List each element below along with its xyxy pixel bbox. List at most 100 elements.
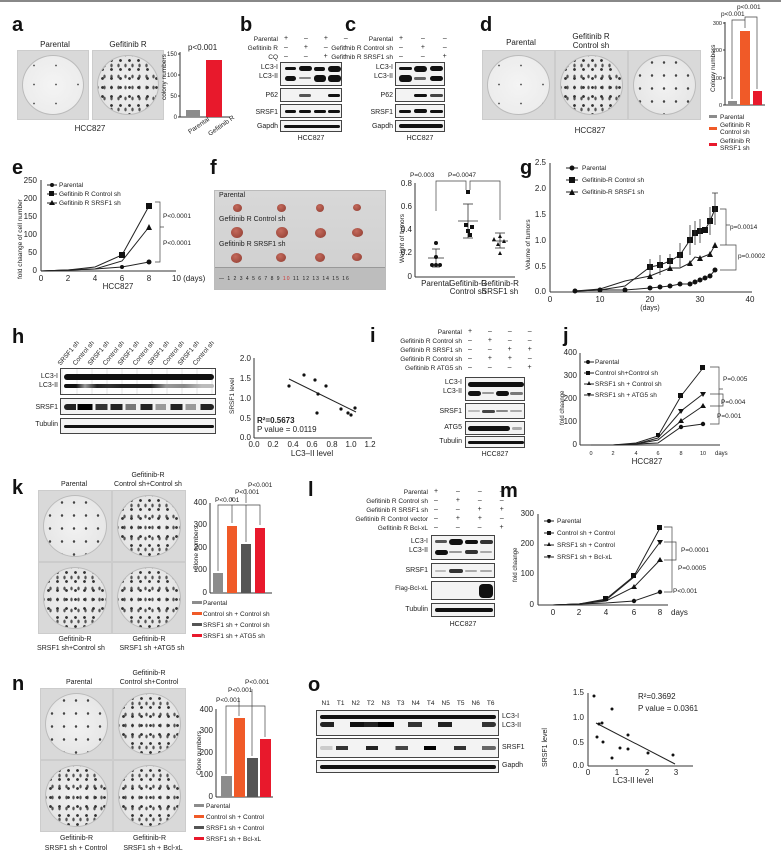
svg-text:200: 200 (194, 543, 208, 552)
western-blot-flag-bclxl (431, 581, 495, 600)
blot-label: LC3-I (410, 538, 428, 545)
condition-label: Parental (253, 36, 278, 43)
svg-text:0: 0 (719, 103, 722, 109)
svg-text:0.6: 0.6 (401, 202, 413, 211)
blot-label: SRSF1 (370, 109, 393, 116)
condition-label: Gefitinib R SRSF1 sh (331, 54, 393, 61)
svg-text:2.5: 2.5 (535, 158, 547, 167)
svg-text:Control sh + Control: Control sh + Control (206, 814, 265, 821)
svg-text:0: 0 (589, 451, 592, 457)
svg-text:0.6: 0.6 (306, 440, 318, 449)
svg-text:1.2: 1.2 (364, 440, 376, 449)
lane-signs: – + + – (468, 355, 539, 362)
svg-text:Control sh: Control sh (450, 287, 486, 296)
image-title: Gefitinib R (109, 40, 147, 49)
svg-text:0: 0 (530, 600, 535, 609)
svg-text:P=0.004: P=0.004 (721, 399, 746, 406)
svg-text:0.8: 0.8 (401, 179, 413, 188)
blot-label: LC3-I (375, 64, 393, 71)
panel-n: n Parental Gefitinib-R Control sh+Contro… (0, 665, 280, 859)
svg-text:SRSF1 sh + Control sh: SRSF1 sh + Control sh (595, 381, 662, 388)
svg-text:150: 150 (167, 52, 178, 58)
svg-text:10: 10 (700, 451, 706, 457)
panel-label: f (210, 157, 217, 179)
row-label: Parental (219, 192, 246, 199)
image-title: Control sh+Control (119, 679, 179, 686)
svg-text:R²=0.5673: R²=0.5673 (257, 416, 295, 425)
row-label: Gefitinib R SRSF1 sh (219, 241, 286, 248)
svg-text:10: 10 (596, 295, 605, 304)
svg-text:400: 400 (194, 498, 208, 507)
blot-label: SRSF1 (439, 408, 462, 415)
svg-text:Clone numbers: Clone numbers (196, 730, 203, 775)
svg-text:200: 200 (564, 394, 578, 403)
svg-text:p<0.001: p<0.001 (737, 4, 761, 11)
svg-text:days: days (715, 451, 728, 457)
blot-label: Gapdh (256, 123, 278, 130)
lane-signs: – – + + (284, 53, 355, 60)
svg-text:1.5: 1.5 (535, 210, 547, 219)
svg-text:40: 40 (746, 295, 755, 304)
svg-text:SRSF1 sh + ATG5 sh: SRSF1 sh + ATG5 sh (203, 633, 265, 640)
blot-label: LC3-II (258, 73, 278, 80)
svg-text:Parental: Parental (59, 182, 84, 189)
svg-text:10 (days): 10 (days) (172, 274, 206, 283)
panel-f: f Parental Gefitinib R Control sh Gefiti… (210, 155, 519, 300)
svg-text:P<0.0001: P<0.0001 (163, 240, 191, 247)
lane-signs: – – + + (434, 506, 512, 513)
svg-text:0.0: 0.0 (240, 433, 252, 442)
line-chart: fold chaange of cell number 250 200 150 … (17, 176, 206, 291)
condition-label: Gefitinib R ATG5 sh (405, 365, 462, 372)
correlation-scatter: SRSF1 level 1.5 1.0 0.5 0.0 0 1 2 3 LC3-… (542, 688, 699, 785)
condition-label: Gefitinib R (247, 45, 278, 52)
lane-signs: – – + + (468, 346, 539, 353)
western-blot-lc3 (395, 62, 445, 86)
image-caption: Gefitinib-R (58, 636, 92, 643)
lane-signs: + – – – (468, 328, 539, 335)
svg-text:Control sh + Control: Control sh + Control (557, 530, 616, 537)
svg-text:P value = 0.0119: P value = 0.0119 (257, 425, 317, 434)
svg-text:1: 1 (615, 768, 620, 777)
svg-text:1.0: 1.0 (345, 440, 357, 449)
svg-text:250: 250 (24, 176, 38, 185)
svg-text:300: 300 (713, 21, 722, 27)
panel-label: i (370, 325, 376, 347)
panel-i: i Parental Gefitinib R Control sh Gefiti… (370, 305, 532, 465)
panel-m: m fold chaange 300 200 100 0 0 2 4 6 8 d… (500, 480, 781, 620)
bar-chart: P<0.001 P<0.001 P<0.001 400 300 200 100 … (194, 679, 273, 843)
svg-text:Parental: Parental (595, 359, 620, 366)
lane-signs: – + – – (434, 497, 512, 504)
panel-label: o (308, 674, 321, 696)
svg-text:20: 20 (646, 295, 655, 304)
lane-signs: – + + – (434, 515, 512, 522)
blot-label: Flag-Bcl-xL (395, 585, 428, 592)
svg-text:HCC827: HCC827 (103, 282, 134, 291)
tumor-photo: Parental Gefitinib R Control sh Gefitini… (214, 190, 386, 290)
western-blot-srsf1 (465, 403, 525, 419)
panel-label: c (345, 14, 357, 36)
svg-text:0: 0 (548, 295, 553, 304)
svg-text:Weight of tumors: Weight of tumors (399, 213, 406, 263)
svg-text:Parental: Parental (421, 279, 451, 288)
svg-text:300: 300 (564, 371, 578, 380)
svg-text:P value = 0.0361: P value = 0.0361 (638, 704, 699, 713)
svg-text:LC3-II level: LC3-II level (613, 776, 654, 785)
western-blot-srsf1 (316, 738, 499, 758)
blot-label: LC3-I (260, 64, 278, 71)
panel-label: k (12, 477, 24, 499)
blot-label: Gapdh (502, 762, 524, 769)
svg-text:0: 0 (33, 266, 38, 275)
image-title: Gefitinib R (572, 32, 610, 41)
svg-text:0.2: 0.2 (401, 248, 413, 257)
svg-text:6: 6 (656, 451, 659, 457)
svg-text:fold chaange: fold chaange (513, 547, 519, 582)
svg-text:P<0.001: P<0.001 (248, 482, 273, 489)
svg-text:P=0.0047: P=0.0047 (448, 172, 476, 179)
svg-text:0.5: 0.5 (240, 414, 252, 423)
svg-text:1.5: 1.5 (573, 688, 585, 697)
svg-text:SRSF1 sh: SRSF1 sh (720, 145, 750, 152)
colony-dish-image (482, 50, 555, 120)
panel-label: a (12, 14, 24, 36)
svg-text:4: 4 (634, 451, 637, 457)
